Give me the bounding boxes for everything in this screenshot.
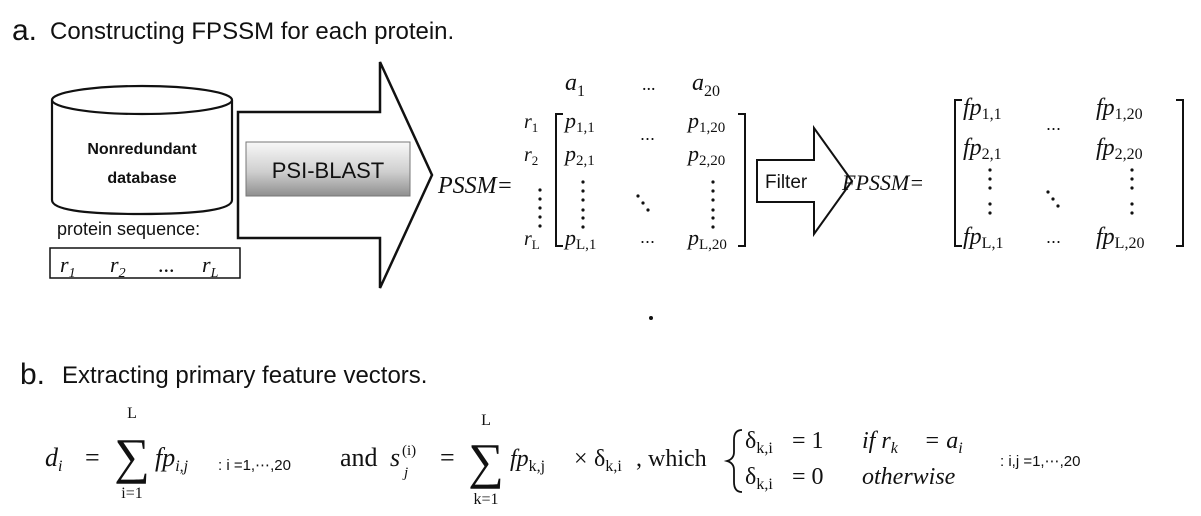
- s-lhs: s: [390, 443, 400, 472]
- fpssm-left-bracket: [954, 99, 962, 247]
- times-sign: ×: [574, 446, 588, 472]
- svg-text:fp2,20: fp2,20: [1096, 135, 1143, 163]
- sum-1-top: L: [127, 405, 137, 422]
- svg-text:...: ...: [640, 124, 655, 144]
- svg-text:fp1,1: fp1,1: [963, 95, 1002, 123]
- fpssm-right-bracket: [1176, 99, 1184, 247]
- sum-2-top: L: [481, 412, 491, 429]
- range-1: : i =1,⋯,20: [218, 457, 291, 474]
- pssm-vertical-dots: [581, 180, 715, 320]
- sum-2-bottom: k=1: [473, 491, 498, 508]
- sequence-box: [49, 247, 241, 279]
- svg-text:p2,20: p2,20: [686, 141, 725, 169]
- psi-blast-label: PSI-BLAST: [272, 158, 384, 183]
- pssm-right-bracket: [738, 113, 746, 247]
- case-1: δk,i = 1 if rk = ai: [745, 428, 963, 459]
- svg-text:rL: rL: [524, 228, 540, 252]
- svg-text:p1,1: p1,1: [563, 108, 595, 136]
- part-a-letter: a.: [12, 14, 37, 47]
- protein-sequence-label: protein sequence:: [57, 219, 200, 239]
- pssm-row-dots: [538, 188, 542, 228]
- part-a: a. Constructing FPSSM for each protein. …: [12, 14, 1184, 320]
- sum-1-sigma: ∑: [114, 428, 150, 484]
- database-label-line2: database: [107, 170, 176, 187]
- fpssm-horizontal-dots: ... ...: [1046, 114, 1061, 247]
- fpssm-cells: fp1,1 fp1,20 fp2,1 fp2,20 fpL,1 fpL,20: [963, 95, 1144, 252]
- sequence-text: r1 r2 ... rL: [60, 252, 219, 282]
- and-word: and: [340, 443, 378, 472]
- pssm-row-heads: r1 r2 rL: [524, 111, 540, 252]
- database-label-line1: Nonredundant: [87, 141, 197, 158]
- filter-label: Filter: [765, 172, 808, 193]
- pssm-label: PSSM=: [437, 173, 513, 199]
- range-2: : i,j =1,⋯,20: [1000, 453, 1080, 470]
- svg-text:...: ...: [1046, 227, 1061, 247]
- svg-text:p1,20: p1,20: [686, 108, 725, 136]
- sum-1-bottom: i=1: [121, 485, 142, 502]
- pssm-cells: p1,1 p1,20 p2,1 p2,20 pL,1 pL,20: [563, 108, 727, 253]
- equals-2: =: [440, 443, 455, 472]
- filter-arrow: [756, 124, 854, 238]
- fpssm-vertical-dots: [988, 168, 1134, 215]
- pssm-col-heads: a1 ... a20: [565, 70, 720, 102]
- svg-text:r1: r1: [524, 111, 538, 135]
- case-2: δk,i = 0 otherwise: [745, 464, 956, 495]
- psi-blast-box: [245, 141, 411, 197]
- d-lhs: di: [45, 443, 62, 475]
- which-word: , which: [636, 446, 707, 472]
- database-cylinder: [50, 84, 234, 216]
- equals-1: =: [85, 443, 100, 472]
- svg-text:fp2,1: fp2,1: [963, 135, 1002, 163]
- svg-text:fpL,1: fpL,1: [963, 224, 1003, 252]
- svg-text:p2,1: p2,1: [563, 141, 595, 169]
- part-b: b. Extracting primary feature vectors. d…: [20, 358, 1080, 508]
- s-sup: (i): [402, 443, 416, 459]
- sum-2-sigma: ∑: [468, 433, 504, 489]
- svg-text:...: ...: [1046, 114, 1061, 134]
- svg-text:...: ...: [640, 227, 655, 247]
- svg-text:fpL,20: fpL,20: [1096, 224, 1144, 252]
- part-b-letter: b.: [20, 358, 45, 391]
- part-b-title: Extracting primary feature vectors.: [62, 362, 427, 389]
- fpssm-label: FPSSM=: [841, 170, 924, 195]
- svg-text:pL,1: pL,1: [563, 225, 596, 253]
- svg-text:r2: r2: [524, 144, 538, 168]
- s-sub: j: [402, 465, 408, 481]
- term-2: fpk,j: [510, 446, 545, 475]
- svg-text:fp1,20: fp1,20: [1096, 95, 1143, 123]
- svg-text:pL,20: pL,20: [686, 225, 727, 253]
- delta-term: δk,i: [594, 446, 622, 475]
- pssm-left-bracket: [555, 113, 563, 247]
- term-1: fpi,j: [155, 443, 189, 475]
- cases-brace: [723, 429, 743, 493]
- part-a-title: Constructing FPSSM for each protein.: [50, 18, 454, 45]
- pssm-horizontal-dots: ... ...: [640, 124, 655, 247]
